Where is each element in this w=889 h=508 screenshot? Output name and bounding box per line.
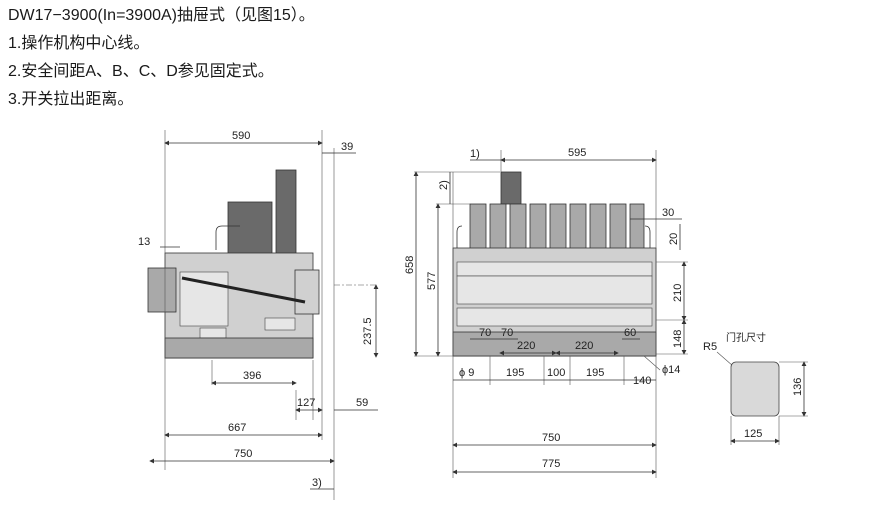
door-cutout: 门孔尺寸 R5 136 125: [703, 331, 808, 445]
dim-667-label: 667: [228, 422, 246, 434]
note-3: 3.开关拉出距离。: [8, 91, 134, 108]
dim-658-label: 658: [404, 256, 416, 274]
side-hook: [215, 225, 240, 250]
note-2-label: 2): [438, 180, 450, 190]
dim-13-label: 13: [138, 236, 150, 248]
side-slot: [264, 317, 296, 331]
dim-125-label: 125: [744, 428, 762, 440]
dim-577-label: 577: [426, 272, 438, 290]
dim-148-label: 148: [672, 330, 684, 348]
side-top-block: [227, 201, 273, 255]
dim-195b-label: 195: [586, 367, 604, 379]
dim-210-label: 210: [672, 284, 684, 302]
dim-100-label: 100: [547, 367, 565, 379]
dim-20-label: 20: [668, 233, 680, 245]
note-1-label: 1): [470, 148, 480, 160]
dim-59-label: 59: [356, 397, 368, 409]
front-low-row: [456, 307, 653, 327]
dim-30-label: 30: [662, 207, 674, 219]
dim-595-label: 595: [568, 147, 586, 159]
dim-750-front-label: 750: [542, 432, 560, 444]
side-view: 590 39 13 237.5 396 127 59 667 750 3): [138, 130, 379, 500]
side-bus-bar: [275, 169, 297, 257]
side-slot-2: [199, 327, 227, 339]
front-view: 1) 2) 595 30 20 658 577 210 148 70 70 22…: [404, 147, 688, 478]
page-title: DW17−3900(In=3900A)抽屉式（见图15）。: [8, 7, 315, 24]
dim-590-label: 590: [232, 130, 250, 142]
dim-750-label: 750: [234, 448, 252, 460]
dim-phi9-label: ϕ 9: [459, 367, 474, 379]
front-mid-row: [456, 275, 653, 305]
side-front-handle: [147, 267, 177, 313]
dim-phi14-label: ϕ14: [662, 364, 680, 376]
dim-237-5-label: 237.5: [362, 317, 374, 345]
dim-396-label: 396: [243, 370, 261, 382]
front-handle: [500, 171, 522, 205]
dim-70b-label: 70: [501, 327, 513, 339]
dim-127-label: 127: [297, 397, 315, 409]
side-rear-connector: [294, 269, 320, 315]
dim-70a-label: 70: [479, 327, 491, 339]
dim-60-label: 60: [624, 327, 636, 339]
dim-220b-label: 220: [575, 340, 593, 352]
door-cutout-rect: [730, 361, 780, 417]
door-cutout-radius: R5: [703, 341, 717, 353]
front-top-row: [456, 261, 653, 277]
side-base: [164, 337, 314, 359]
dim-220a-label: 220: [517, 340, 535, 352]
terminal-plates: [469, 203, 645, 255]
note-3-label: 3): [312, 477, 322, 489]
note-2: 2.安全间距A、B、C、D参见固定式。: [8, 63, 274, 80]
dim-39-label: 39: [341, 141, 353, 153]
side-rail: [181, 276, 306, 304]
dim-140-label: 140: [633, 375, 651, 387]
dim-775-label: 775: [542, 458, 560, 470]
door-cutout-label: 门孔尺寸: [726, 331, 766, 344]
dim-195a-label: 195: [506, 367, 524, 379]
dim-136-label: 136: [792, 378, 804, 396]
note-1: 1.操作机构中心线。: [8, 35, 150, 52]
